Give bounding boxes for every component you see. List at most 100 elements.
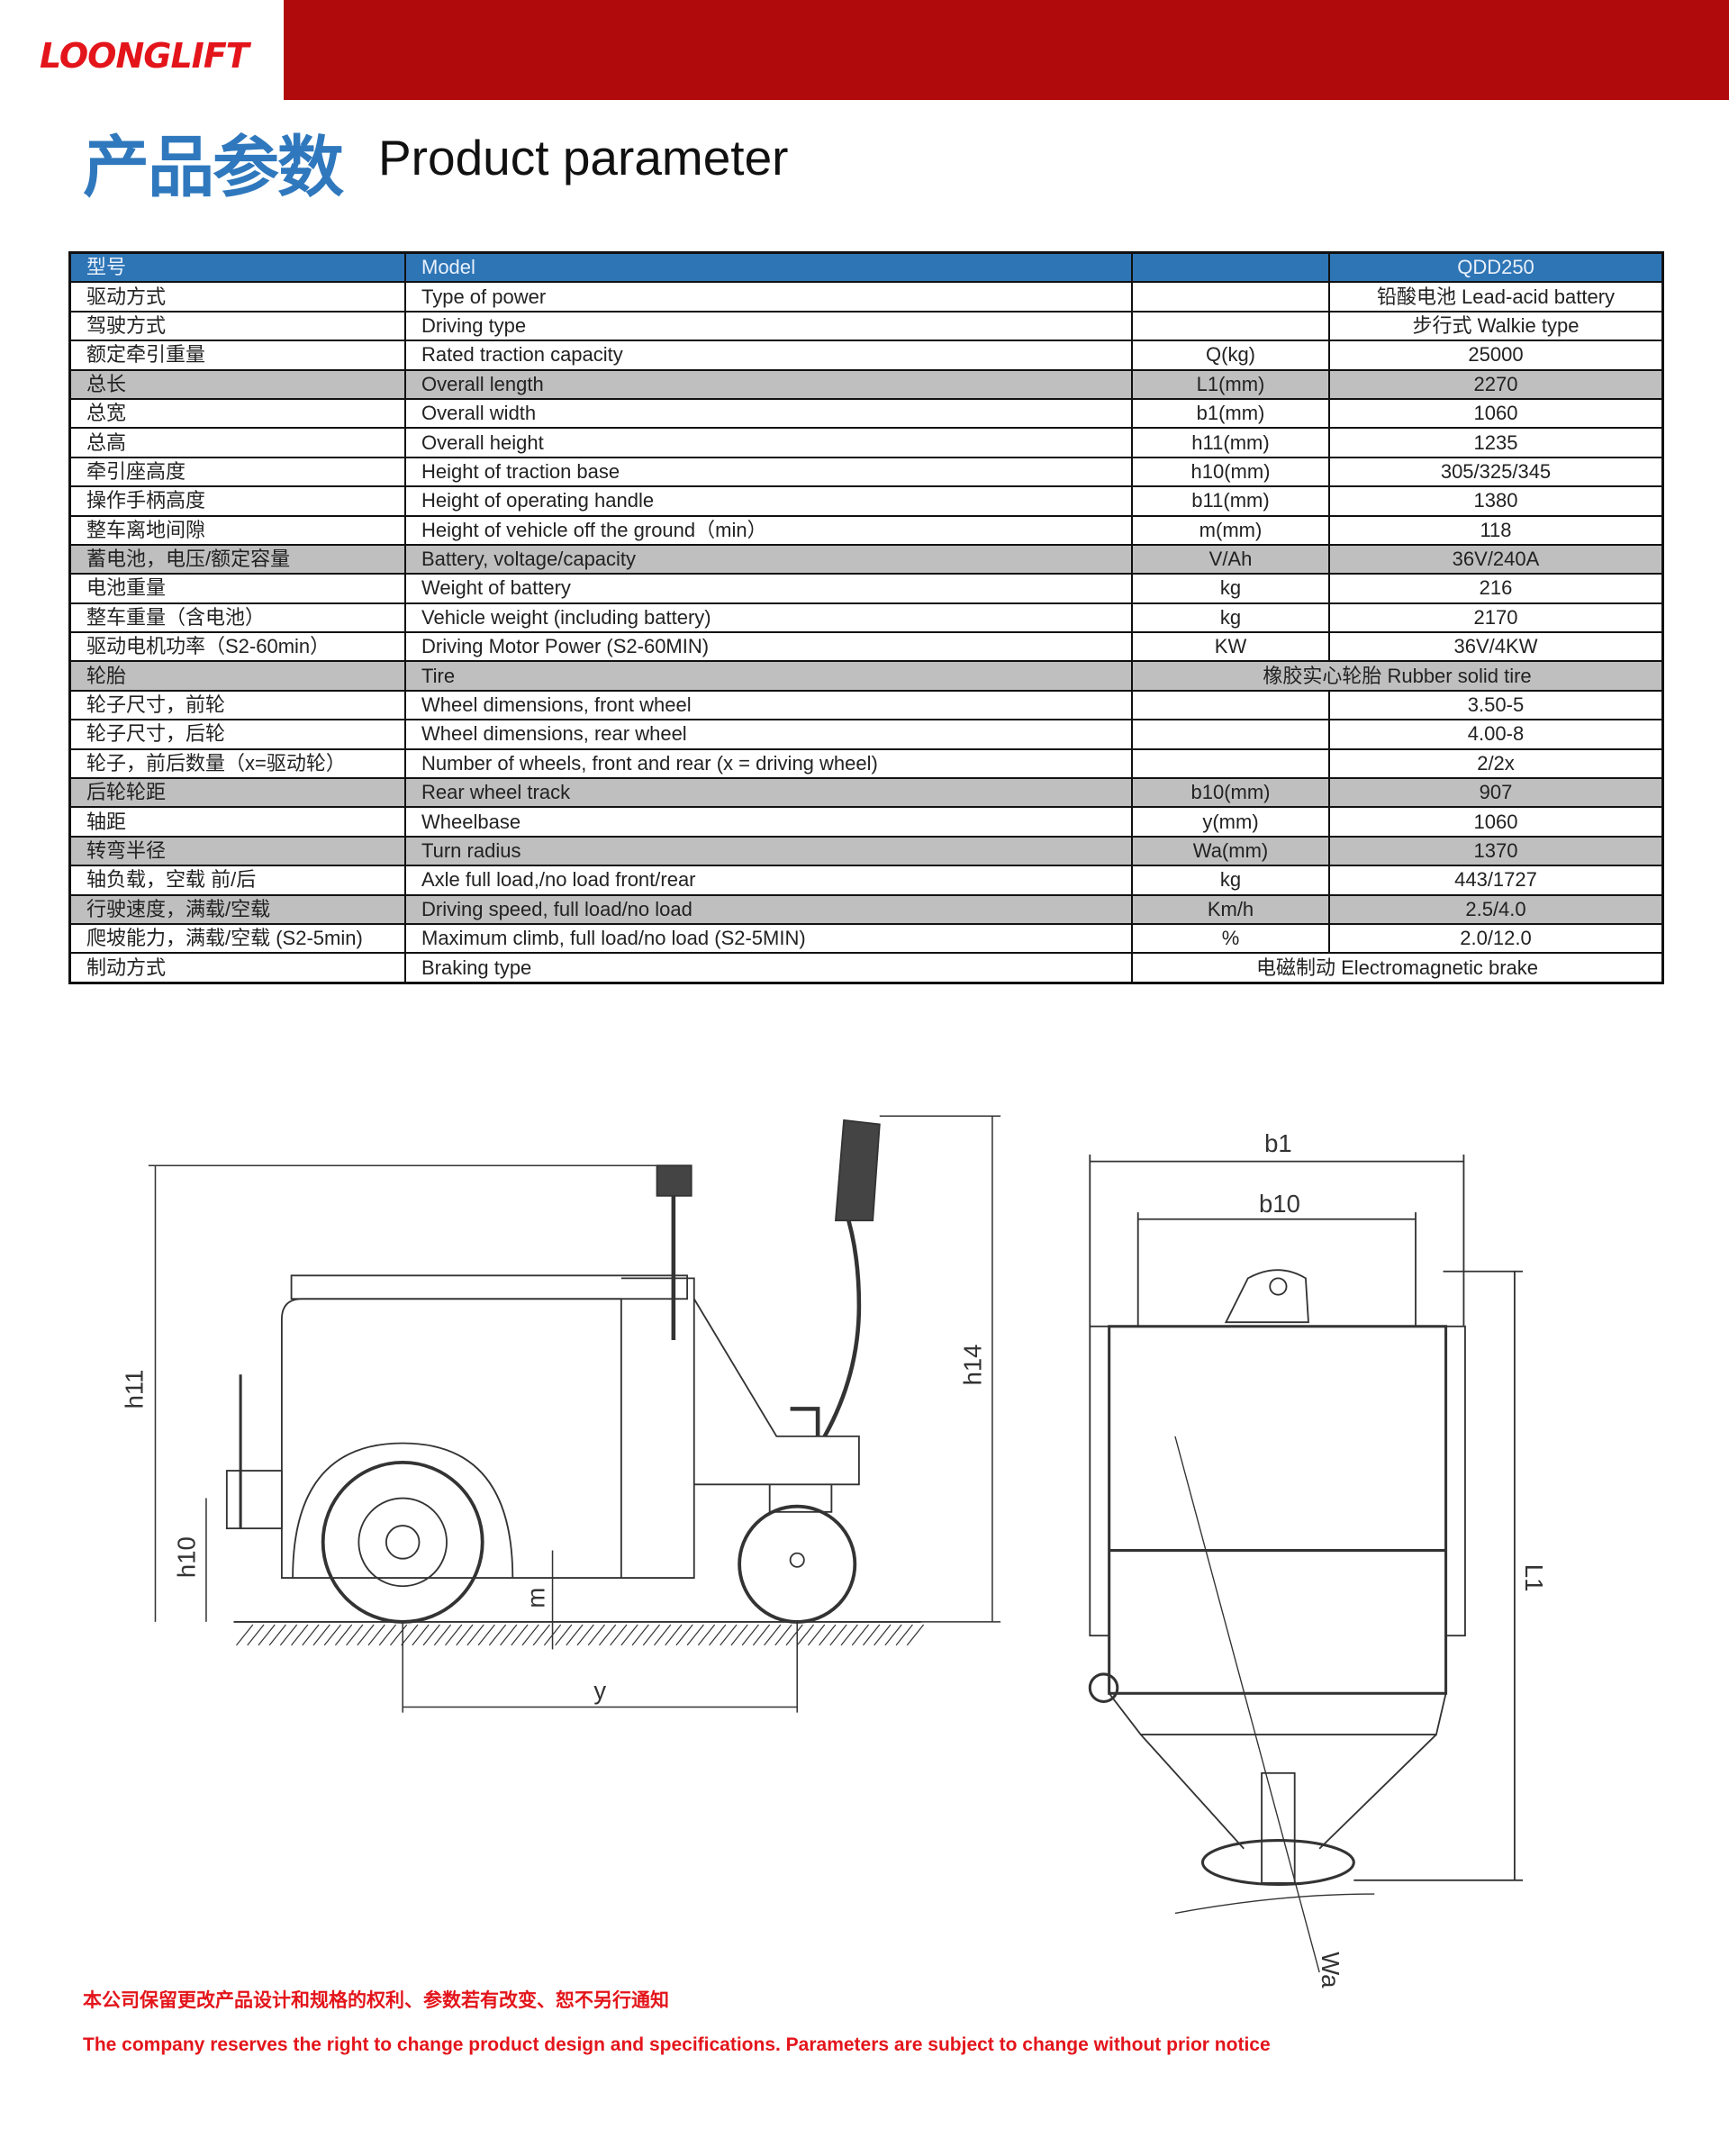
param-name-cn: 制动方式 bbox=[68, 952, 406, 984]
hatch-mark bbox=[665, 1624, 683, 1646]
hatch-mark bbox=[312, 1624, 330, 1646]
hatch-mark bbox=[686, 1624, 704, 1646]
param-unit: y(mm) bbox=[1131, 806, 1330, 838]
hatch-mark bbox=[785, 1624, 803, 1646]
param-unit: h10(mm) bbox=[1131, 456, 1330, 488]
hatch-mark bbox=[401, 1624, 419, 1646]
side-view-drawing: h11 h10 m y h14 bbox=[121, 1115, 1001, 1713]
hatch-mark bbox=[389, 1624, 408, 1646]
param-name-en: Wheel dimensions, front wheel bbox=[404, 689, 1133, 721]
hatch-mark bbox=[346, 1624, 364, 1646]
table-row: 轮子，前后数量（x=驱动轮）Number of wheels, front an… bbox=[68, 747, 1664, 780]
param-name-cn: 驱动电机功率（S2-60min） bbox=[68, 631, 406, 663]
hatch-mark bbox=[709, 1624, 727, 1646]
param-unit bbox=[1131, 689, 1330, 721]
hatch-mark bbox=[862, 1624, 881, 1646]
hatch-mark bbox=[378, 1624, 397, 1646]
table-row: 爬坡能力，满载/空载 (S2-5min)Maximum climb, full … bbox=[68, 922, 1664, 955]
param-value: 2170 bbox=[1328, 602, 1664, 634]
param-value: 2.5/4.0 bbox=[1328, 893, 1664, 925]
param-name-en: Wheelbase bbox=[404, 806, 1133, 838]
hatch-mark bbox=[807, 1624, 826, 1646]
param-name-en: Battery, voltage/capacity bbox=[404, 543, 1133, 575]
fender bbox=[292, 1442, 514, 1579]
hatch-mark bbox=[874, 1624, 892, 1646]
param-value: 36V/240A bbox=[1328, 543, 1664, 575]
hatch-mark bbox=[620, 1624, 638, 1646]
hatch-mark bbox=[730, 1624, 748, 1646]
param-unit: b1(mm) bbox=[1131, 397, 1330, 430]
param-name-en: Vehicle weight (including battery) bbox=[404, 602, 1133, 634]
param-name-cn: 爬坡能力，满载/空载 (S2-5min) bbox=[68, 922, 406, 955]
param-unit bbox=[1131, 281, 1330, 313]
param-unit: V/Ah bbox=[1131, 543, 1330, 575]
param-name-en: Overall width bbox=[404, 397, 1133, 430]
hatch-mark bbox=[532, 1624, 550, 1646]
page-title-cn: 产品参数 bbox=[83, 129, 344, 206]
rear-wheel bbox=[321, 1460, 484, 1624]
param-name-cn: 整车离地间隙 bbox=[68, 514, 406, 546]
tiller-head bbox=[1200, 1839, 1355, 1886]
dim-label-y: y bbox=[593, 1676, 606, 1704]
hatch-mark bbox=[422, 1624, 440, 1646]
param-name-cn: 轮胎 bbox=[68, 660, 406, 692]
hatch-mark bbox=[334, 1624, 353, 1646]
param-unit: kg bbox=[1131, 865, 1330, 896]
param-value: 2/2x bbox=[1328, 747, 1664, 780]
param-name-cn: 操作手柄高度 bbox=[68, 485, 406, 517]
param-value: 电磁制动 Electromagnetic brake bbox=[1131, 952, 1664, 984]
top-body bbox=[1108, 1325, 1448, 1695]
hatch-mark bbox=[610, 1624, 628, 1646]
param-value: 36V/4KW bbox=[1328, 631, 1664, 663]
param-name-en: Axle full load,/no load front/rear bbox=[404, 865, 1133, 896]
top-hitch bbox=[1224, 1269, 1309, 1324]
param-name-en: Driving type bbox=[404, 310, 1133, 342]
param-value: 118 bbox=[1328, 514, 1664, 546]
param-name-cn: 轮子，前后数量（x=驱动轮） bbox=[68, 747, 406, 780]
header-cn: 型号 bbox=[68, 251, 406, 284]
param-value: 1370 bbox=[1328, 835, 1664, 867]
param-unit: Km/h bbox=[1131, 893, 1330, 925]
hatch-mark bbox=[697, 1624, 716, 1646]
front-column bbox=[620, 1277, 695, 1579]
param-name-en: Height of traction base bbox=[404, 456, 1133, 488]
hatch-mark bbox=[576, 1624, 594, 1646]
hatch-mark bbox=[752, 1624, 771, 1646]
hatch-mark bbox=[466, 1624, 484, 1646]
param-unit: kg bbox=[1131, 602, 1330, 634]
param-name-cn: 行驶速度，满载/空载 bbox=[68, 893, 406, 925]
hatch-mark bbox=[642, 1624, 661, 1646]
hatch-mark bbox=[675, 1624, 693, 1646]
param-unit: b10(mm) bbox=[1131, 777, 1330, 809]
hatch-mark bbox=[906, 1624, 925, 1646]
hatch-mark bbox=[796, 1624, 815, 1646]
param-unit: m(mm) bbox=[1131, 514, 1330, 546]
tiller-body bbox=[1261, 1771, 1296, 1884]
param-value: 1060 bbox=[1328, 397, 1664, 430]
param-value: 25000 bbox=[1328, 340, 1664, 371]
param-name-en: Type of power bbox=[404, 281, 1133, 313]
dim-label-h11: h11 bbox=[121, 1370, 149, 1409]
right-rail bbox=[1444, 1325, 1466, 1637]
param-unit: % bbox=[1131, 922, 1330, 955]
param-name-cn: 总长 bbox=[68, 368, 406, 400]
hatch-mark bbox=[840, 1624, 858, 1646]
param-name-cn: 蓄电池，电压/额定容量 bbox=[68, 543, 406, 575]
hatch-mark bbox=[555, 1624, 573, 1646]
param-value: 步行式 Walkie type bbox=[1328, 310, 1664, 342]
param-name-cn: 额定牵引重量 bbox=[68, 340, 406, 371]
param-unit: kg bbox=[1131, 573, 1330, 604]
param-name-cn: 总宽 bbox=[68, 397, 406, 430]
front-hub bbox=[789, 1552, 805, 1568]
header-model-value: QDD250 bbox=[1328, 251, 1664, 284]
